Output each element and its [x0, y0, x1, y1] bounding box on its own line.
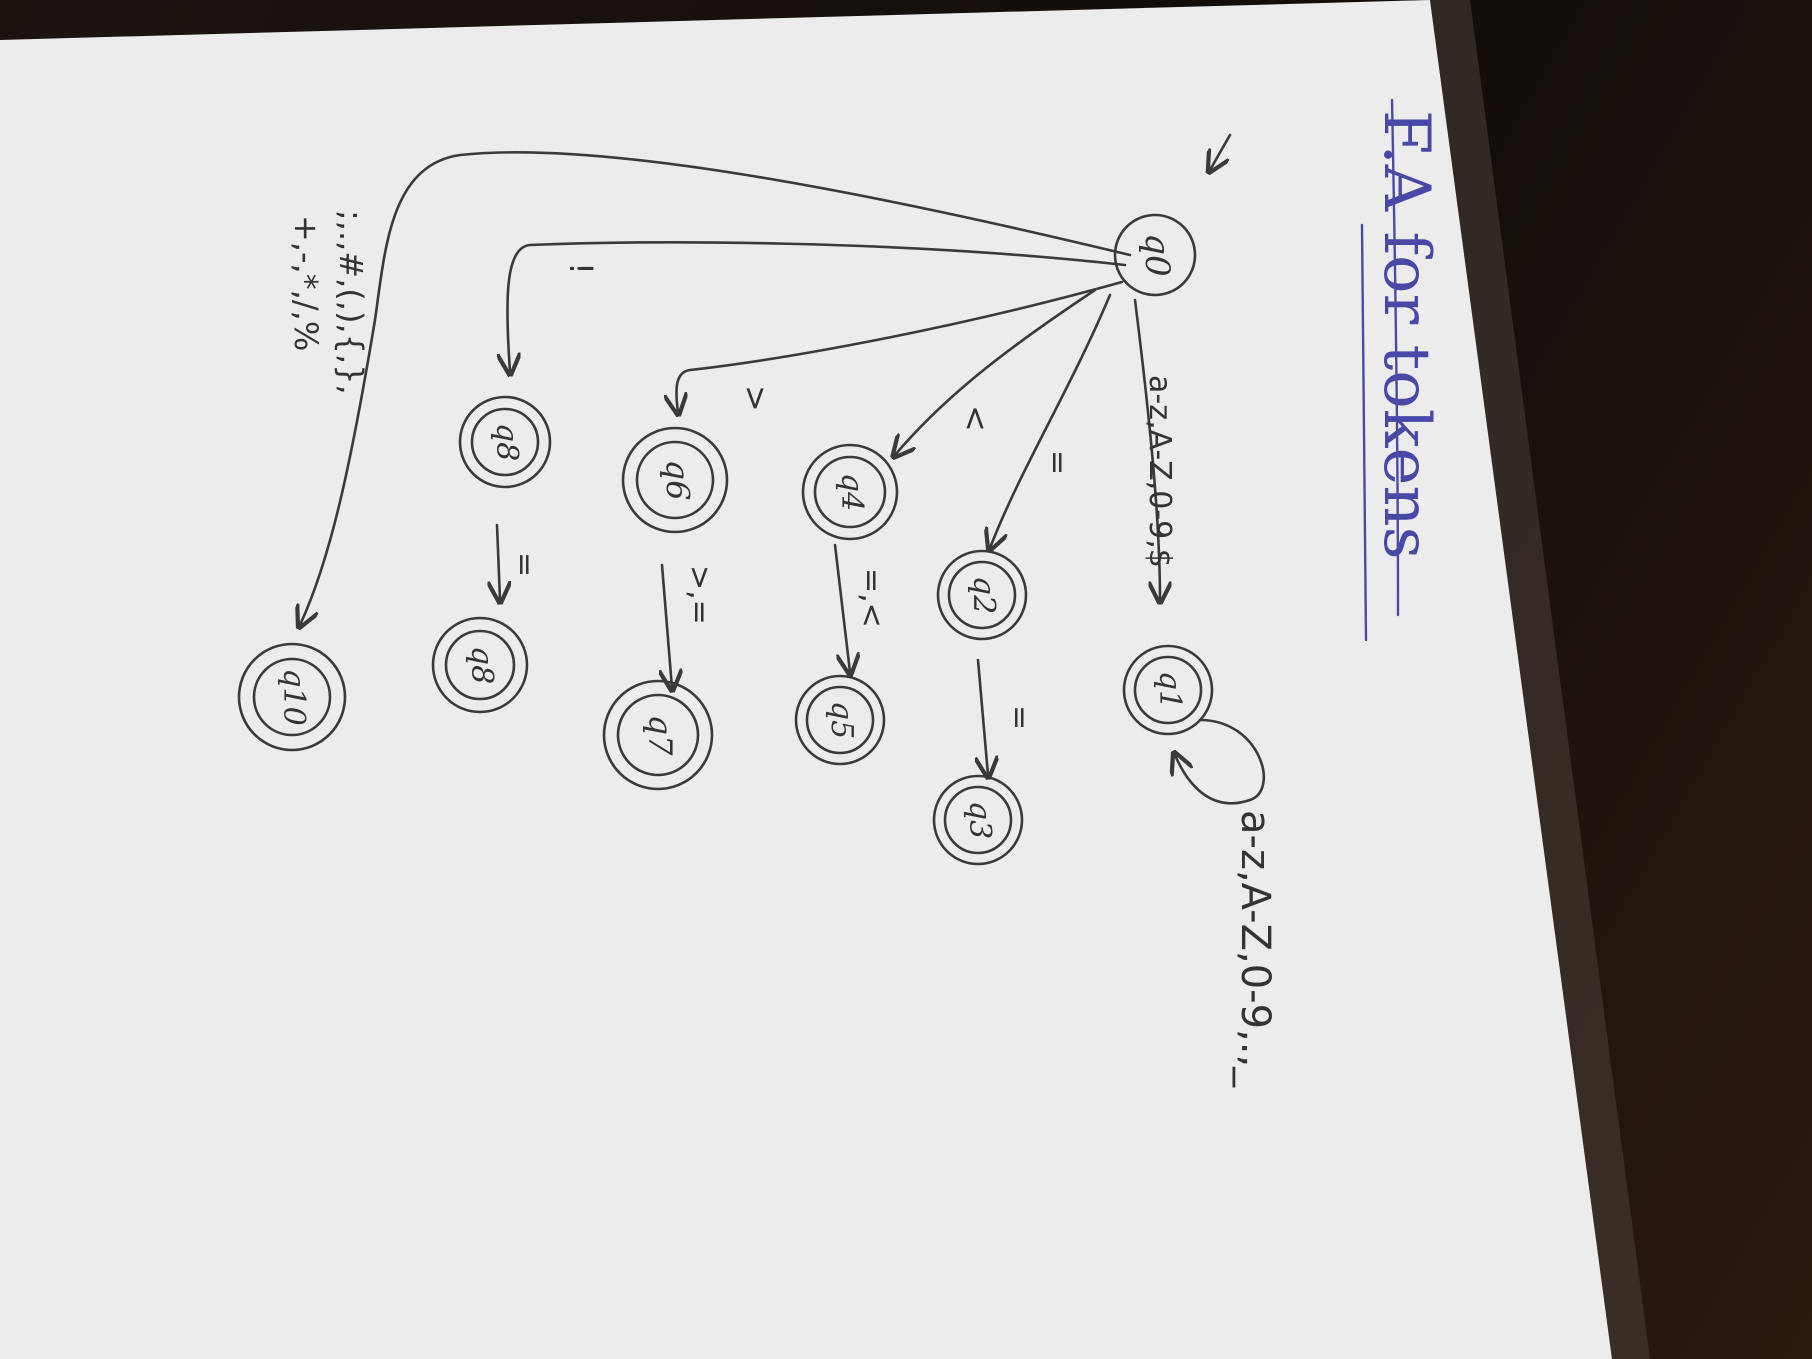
state-q1-label: q1 [1152, 671, 1187, 709]
state-q8a-inner [470, 407, 540, 477]
state-q3-outer [932, 774, 1024, 866]
edge-q0-q10 [300, 151, 1132, 625]
label-q4-q5: =,< [854, 568, 889, 628]
state-q8a: q8 [458, 395, 552, 489]
label-q6-q7: >,= [682, 565, 717, 625]
state-q2: q2 [936, 549, 1028, 641]
state-q8a-outer [458, 395, 552, 489]
states: q0 q1 q2 q3 q4 q5 q6 [237, 213, 1214, 866]
state-q7-outer [602, 679, 714, 791]
label-q2-q3: = [1002, 705, 1037, 730]
edge-q6-q7 [662, 563, 672, 688]
label-q0-q1: a-z,A-Z,0-9,$ [1142, 375, 1177, 568]
state-q4-outer [801, 443, 899, 541]
state-q4: q4 [801, 443, 899, 541]
state-q0-circle [1113, 213, 1197, 297]
title-underline-2 [1360, 223, 1368, 642]
state-q6-outer [621, 426, 729, 534]
state-q4-inner [813, 455, 887, 529]
paper-sheet [0, 0, 1612, 1359]
state-q8a-label: q8 [489, 423, 524, 461]
label-q0-q8: ! [562, 262, 600, 275]
edge-q0-q8 [507, 241, 1127, 372]
edge-q8-q8 [497, 523, 500, 600]
state-q2-outer [936, 549, 1028, 641]
state-q6-inner [635, 440, 715, 520]
edge-q4-q5 [833, 543, 850, 672]
edge-labels: a-z,A-Z,0-9,$ a-z,A-Z,0-9,.,_ = = < =,< … [287, 210, 1278, 1088]
label-q0-q10-line-2: +,-,*,/,% [287, 215, 325, 351]
state-q3-inner [943, 785, 1013, 855]
state-q10: q10 [237, 642, 347, 752]
edge-q1-loop [1175, 718, 1266, 805]
state-q10-outer [237, 642, 347, 752]
label-q1-loop: a-z,A-Z,0-9,.,_ [1232, 810, 1278, 1088]
edges [300, 151, 1266, 805]
label-q0-q4: < [957, 405, 995, 432]
state-q3-label: q3 [962, 801, 997, 839]
title: F.A for tokens [1360, 98, 1443, 642]
state-q5-label: q5 [824, 701, 859, 739]
paper-shadow [1430, 0, 1650, 1359]
start-arrow [1210, 133, 1232, 170]
state-q2-label: q2 [966, 576, 1001, 614]
state-q6-label: q6 [659, 460, 697, 501]
title-text: F.A for tokens [1369, 110, 1443, 559]
state-q3: q3 [932, 774, 1024, 866]
state-q5: q5 [794, 674, 886, 766]
state-q1-outer [1122, 644, 1214, 736]
state-q7-inner [616, 693, 700, 777]
state-q5-inner [805, 685, 875, 755]
state-q8b-inner [444, 629, 516, 701]
state-q5-outer [794, 674, 886, 766]
state-q10-label: q10 [276, 668, 311, 725]
state-q0-label: q0 [1137, 233, 1177, 276]
edge-q2-q3 [978, 658, 988, 775]
title-underline-1 [1390, 98, 1400, 617]
label-q0-q2: = [1040, 450, 1075, 475]
edge-q0-q4 [895, 288, 1097, 455]
state-q1-inner [1133, 655, 1203, 725]
edge-q0-q2 [990, 293, 1112, 548]
edge-q0-q1 [1133, 298, 1160, 600]
label-q0-q10-line-1: ;,.,#,(,),{,}, [332, 210, 370, 395]
state-q1: q1 [1122, 644, 1214, 736]
state-q8b: q8 [431, 616, 529, 714]
state-q0: q0 [1113, 213, 1197, 297]
state-q7: q7 [602, 679, 714, 791]
state-q8b-label: q8 [464, 646, 499, 684]
state-q6: q6 [621, 426, 729, 534]
label-q0-q6: > [737, 385, 775, 412]
state-q4-label: q4 [834, 473, 869, 511]
state-q2-inner [947, 560, 1017, 630]
state-q8b-outer [431, 616, 529, 714]
state-q10-inner [252, 657, 332, 737]
label-q8-q8: = [507, 552, 542, 577]
state-q7-label: q7 [642, 715, 680, 756]
edge-q0-q6 [676, 280, 1124, 412]
